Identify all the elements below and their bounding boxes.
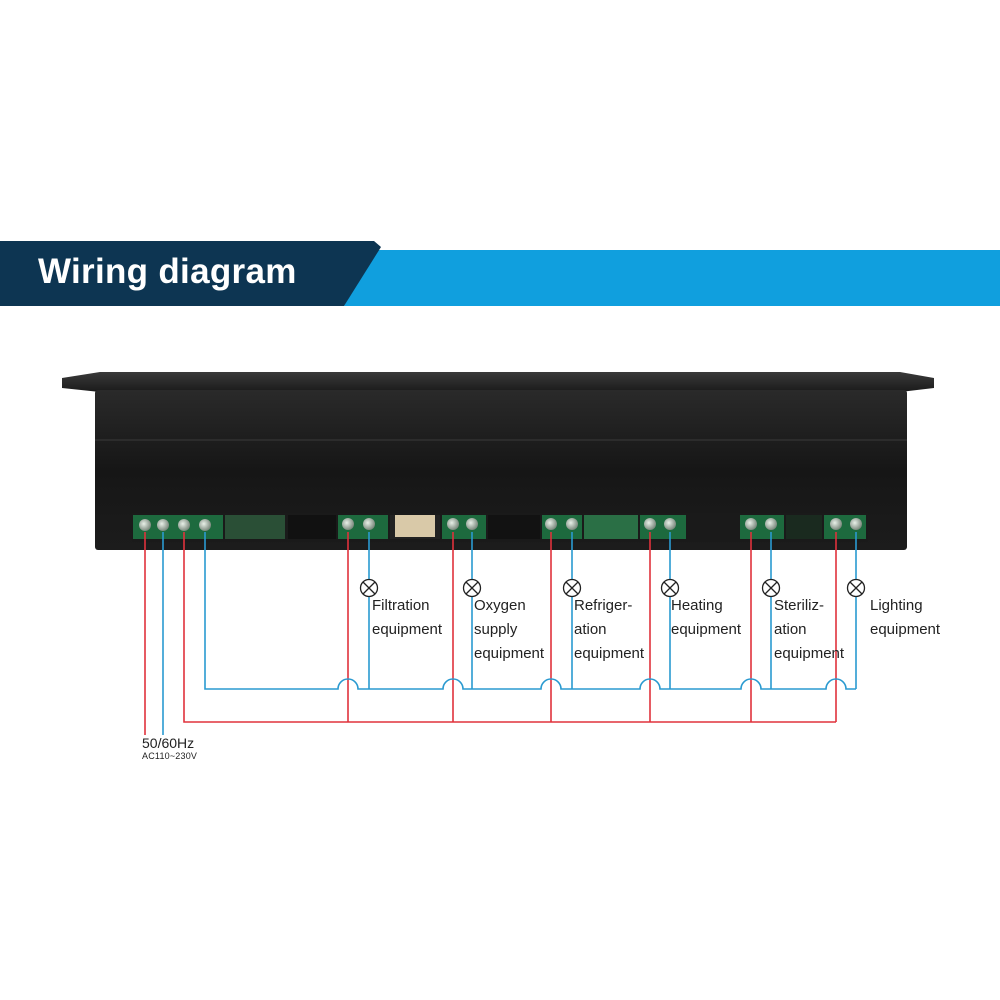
terminal-screw [139, 519, 151, 531]
lamp-icon [359, 578, 379, 598]
controller-device [62, 372, 934, 550]
terminal-screw [157, 519, 169, 531]
banner-dark-band [0, 241, 381, 306]
lamp-icon [562, 578, 582, 598]
load-lamp-symbols [359, 578, 866, 598]
terminal-screw [830, 518, 842, 530]
terminal-screws [139, 518, 862, 531]
lamp-icon [660, 578, 680, 598]
neutral-wires [162, 532, 857, 735]
lamp-icon [462, 578, 482, 598]
terminal-screw [342, 518, 354, 530]
lamp-icon [761, 578, 781, 598]
terminal-screw [850, 518, 862, 530]
banner-light-band [344, 250, 1000, 306]
terminal-screw [644, 518, 656, 530]
terminal-screw [447, 518, 459, 530]
terminal-screw [178, 519, 190, 531]
supply-voltage-label: AC110~230V [142, 751, 198, 761]
page-title: Wiring diagram [38, 252, 297, 291]
terminal-screw [199, 519, 211, 531]
live-wires [144, 532, 837, 735]
device-body [95, 390, 907, 550]
terminal-screw [545, 518, 557, 530]
lamp-icon [846, 578, 866, 598]
terminal-screw [765, 518, 777, 530]
terminal-screw [566, 518, 578, 530]
terminal-screw [363, 518, 375, 530]
terminal-screw [664, 518, 676, 530]
terminal-screw [745, 518, 757, 530]
device-top-flange [62, 372, 934, 392]
live-bus [183, 532, 836, 723]
supply-frequency-label: 50/60Hz [142, 735, 195, 751]
terminal-screw [466, 518, 478, 530]
neutral-bus [204, 532, 856, 690]
